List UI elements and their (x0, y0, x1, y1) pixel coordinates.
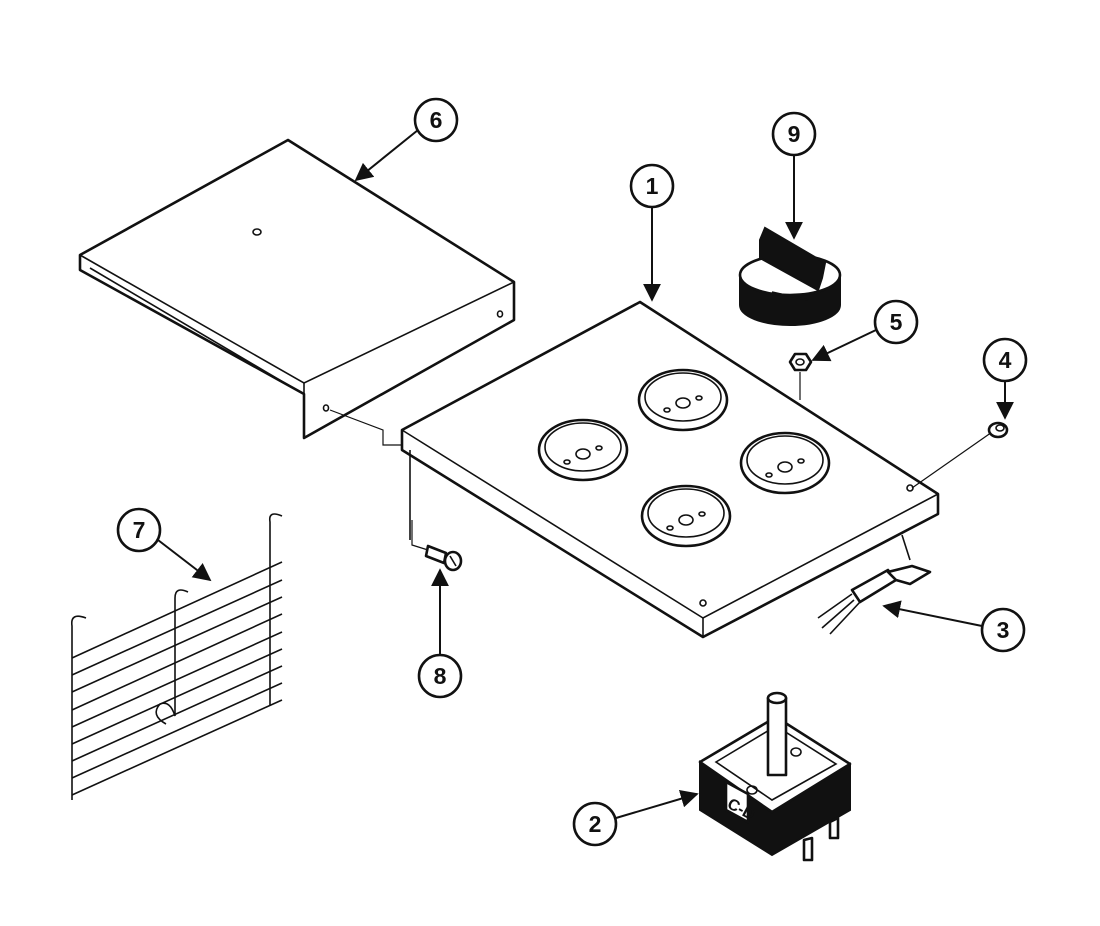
callout-4: 4 (982, 337, 1028, 420)
wire-terminal (817, 564, 932, 635)
burner-recess-right (739, 431, 831, 495)
cover-panel (78, 138, 516, 446)
callout-8: 8 (417, 568, 463, 699)
callout-1: 1 (629, 163, 675, 302)
callout-label-1: 1 (646, 173, 659, 199)
callout-label-6: 6 (430, 107, 443, 133)
nut (788, 352, 813, 400)
burner-recess-top (637, 368, 729, 432)
callout-2: 2 (572, 789, 699, 847)
callout-3: 3 (882, 600, 1026, 653)
callout-label-4: 4 (999, 347, 1012, 373)
infinite-switch: C-D (698, 691, 852, 862)
burner-recess-left (537, 418, 629, 482)
callout-label-9: 9 (788, 121, 801, 147)
plug-button (987, 421, 1009, 439)
control-knob (738, 226, 842, 326)
callout-5: 5 (811, 299, 919, 362)
burner-recess-bottom (640, 484, 732, 548)
callout-label-2: 2 (589, 811, 602, 837)
cooktop-panel (400, 300, 996, 639)
callout-7: 7 (116, 507, 212, 582)
callout-6: 6 (354, 97, 459, 182)
oven-rack (70, 513, 283, 800)
callout-label-5: 5 (890, 309, 903, 335)
screw (411, 520, 463, 572)
callout-label-8: 8 (434, 663, 447, 689)
callout-label-7: 7 (133, 517, 146, 543)
callout-9: 9 (771, 111, 817, 240)
callout-label-3: 3 (997, 617, 1010, 643)
